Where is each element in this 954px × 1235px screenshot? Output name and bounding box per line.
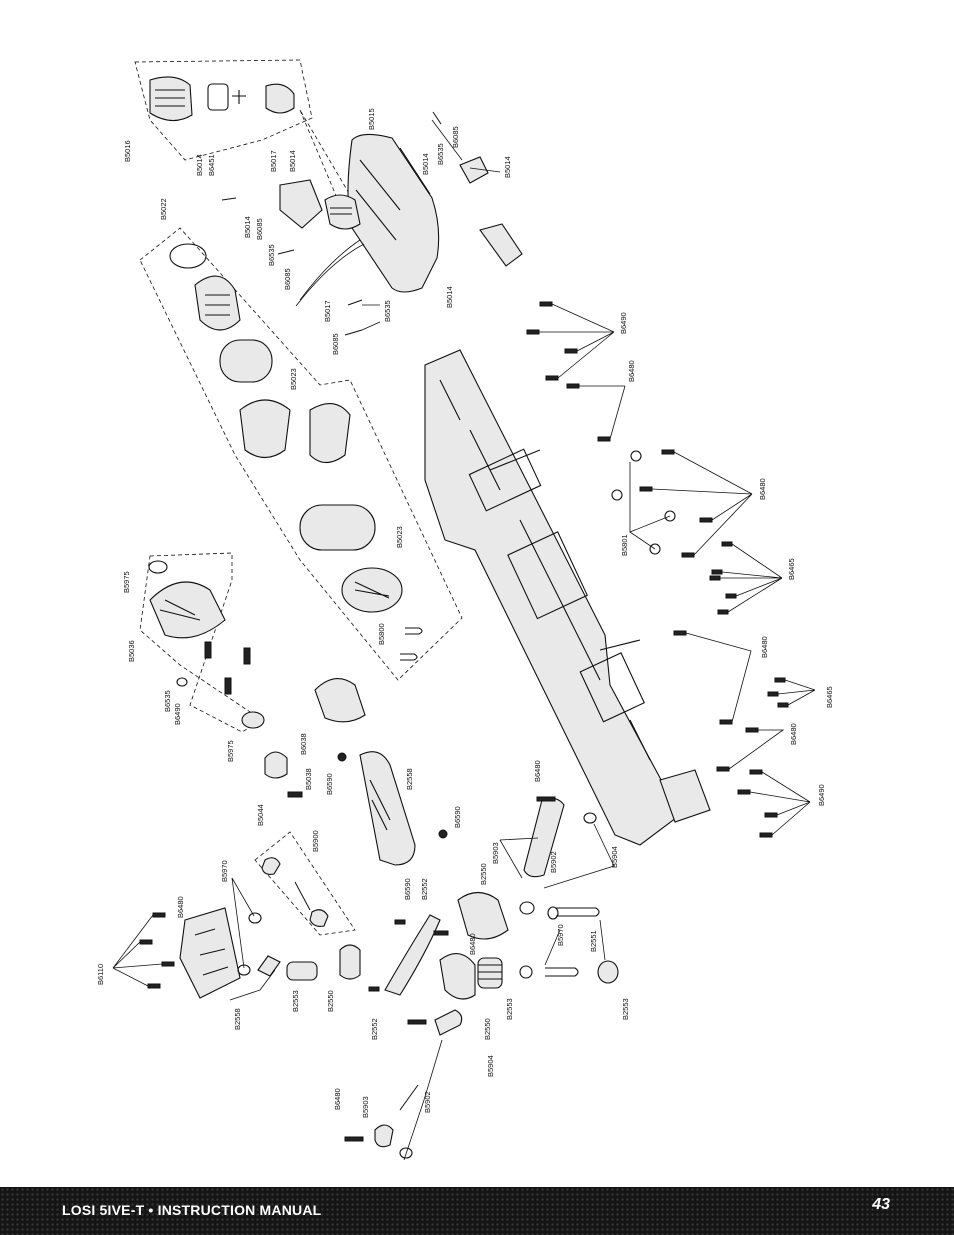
part-label: B6038 [299, 733, 308, 755]
part-label: B6590 [403, 878, 412, 900]
part-label: B5014 [288, 150, 297, 172]
part-label: B2551 [589, 930, 598, 952]
part-label: B6535 [383, 300, 392, 322]
part-label: B6480 [468, 933, 477, 955]
part-label: B5016 [123, 140, 132, 162]
manual-title: LOSI 5IVE-T • INSTRUCTION MANUAL [62, 1202, 322, 1218]
part-label: B5902 [549, 851, 558, 873]
exploded-parts-diagram: B5016 B5015 B6535 B6085 B5014 B6451 B501… [96, 59, 834, 1161]
part-label: B6110 [96, 964, 105, 985]
part-label: B2552 [420, 878, 429, 900]
part-label: B6480 [627, 360, 636, 382]
part-label: B2553 [291, 990, 300, 1012]
part-label: B5017 [269, 150, 278, 172]
part-label: B6590 [453, 806, 462, 828]
part-label: B5975 [226, 740, 235, 762]
part-label: B5800 [377, 623, 386, 645]
chassis-plate [424, 349, 711, 846]
part-label: B6480 [758, 478, 767, 500]
part-label: B6490 [619, 312, 628, 334]
part-label: B5023 [289, 368, 298, 390]
part-label: B6465 [787, 558, 796, 580]
part-label: B2550 [483, 1018, 492, 1040]
part-label: B6480 [789, 723, 798, 745]
part-label: B5801 [620, 534, 629, 556]
part-label: B6480 [333, 1088, 342, 1110]
part-label: B6085 [283, 268, 292, 290]
part-label: B2558 [405, 768, 414, 790]
part-label: B5900 [311, 830, 320, 852]
part-label: B6535 [163, 690, 172, 712]
part-label: B5902 [423, 1091, 432, 1113]
part-label: B2558 [233, 1008, 242, 1030]
part-label: B5022 [159, 198, 168, 220]
part-label: B6480 [533, 760, 542, 782]
part-label: B5014 [445, 286, 454, 308]
part-label: B6490 [173, 703, 182, 725]
part-label: B6085 [331, 333, 340, 355]
part-label: B5975 [122, 571, 131, 593]
part-label: B6590 [325, 773, 334, 795]
page-number: 43 [872, 1196, 890, 1213]
part-label: B5036 [127, 640, 136, 662]
part-label: B6451 [207, 154, 216, 176]
part-label: B2553 [505, 998, 514, 1020]
part-label: B6535 [436, 143, 445, 165]
part-label: B6085 [255, 218, 264, 240]
part-label: B5970 [556, 924, 565, 946]
part-label: B5014 [195, 154, 204, 176]
part-label: B2552 [370, 1018, 379, 1040]
part-label: B5904 [610, 846, 619, 868]
part-label: B5023 [395, 526, 404, 548]
chassis-hardware [526, 301, 816, 838]
fuel-tank-group [134, 59, 523, 336]
part-label: B6085 [451, 126, 460, 148]
part-label: B5038 [304, 768, 313, 790]
part-label: B2550 [479, 863, 488, 885]
part-label: B6535 [267, 244, 276, 266]
part-label: B5903 [361, 1096, 370, 1118]
part-label: B5014 [243, 216, 252, 238]
part-label: B5903 [491, 842, 500, 864]
part-label: B5044 [256, 804, 265, 826]
part-label: B5970 [220, 860, 229, 882]
part-label: B6465 [825, 686, 834, 708]
part-label: B6480 [760, 636, 769, 658]
part-label: B2550 [326, 990, 335, 1012]
part-labels: B5016 B5015 B6535 B6085 B5014 B6451 B501… [96, 108, 834, 1118]
part-label: B5014 [503, 156, 512, 178]
part-label: B6490 [817, 784, 826, 806]
part-label: B5904 [486, 1055, 495, 1077]
air-filter-group [139, 227, 463, 681]
part-label: B5015 [367, 108, 376, 130]
steering-brake-group [112, 751, 619, 1161]
footer-bar: LOSI 5IVE-T • INSTRUCTION MANUAL 43 [0, 1187, 954, 1235]
part-label: B2553 [621, 998, 630, 1020]
part-label: B5014 [421, 153, 430, 175]
part-label: B5017 [323, 300, 332, 322]
part-label: B6480 [176, 896, 185, 918]
clutch-group [139, 552, 366, 798]
